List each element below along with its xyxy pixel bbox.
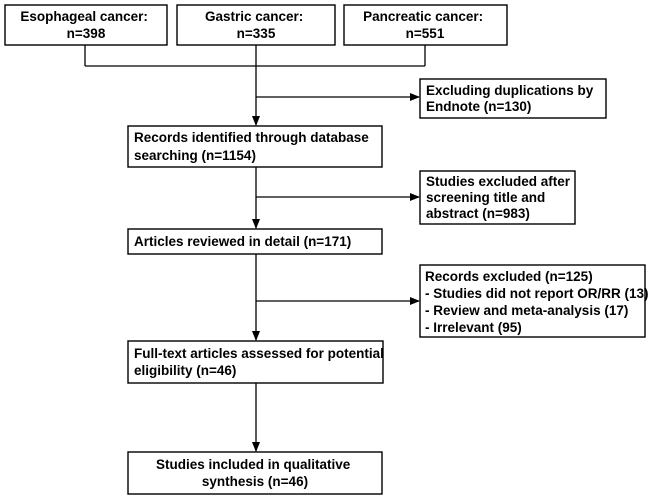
- box-screening: Studies excluded after screening title a…: [419, 170, 576, 225]
- box-duplications-line-1: Excluding duplications by: [426, 83, 594, 98]
- box-duplications: Excluding duplications by Endnote (n=130…: [419, 78, 607, 119]
- svg-text:Pancreatic cancer: n=551: Pancreatic cancer: n=551: [363, 9, 487, 41]
- box-pancreatic-line-2: n=551: [406, 26, 445, 41]
- svg-text:Articles reviewed in detail (n: Articles reviewed in detail (n=171): [134, 234, 351, 249]
- svg-text:Esophageal cancer: n=398: Esophageal cancer: n=398: [20, 9, 151, 41]
- box-gastric-line-2: n=335: [237, 26, 276, 41]
- box-esophageal-line-1: Esophageal cancer:: [20, 9, 148, 24]
- box-duplications-line-2: Endnote (n=130): [426, 99, 531, 114]
- box-records-excluded-line-1: Records excluded (n=125): [425, 269, 593, 284]
- box-screening-line-3: abstract (n=983): [426, 206, 530, 221]
- box-gastric: Gastric cancer: n=335: [176, 4, 336, 46]
- box-included: Studies included in qualitative synthesi…: [127, 451, 383, 495]
- box-identified-line-1: Records identified through database: [134, 130, 369, 145]
- box-included-line-2: synthesis (n=46): [202, 474, 308, 489]
- box-fulltext-line-2: eligibility (n=46): [134, 363, 236, 378]
- svg-text:Full-text articles assessed fo: Full-text articles assessed for potentia…: [134, 346, 388, 378]
- box-pancreatic-line-1: Pancreatic cancer:: [363, 9, 483, 24]
- box-reviewed-line-1: Articles reviewed in detail (n=171): [134, 234, 351, 249]
- box-records-excluded: Records excluded (n=125) - Studies did n…: [419, 264, 650, 338]
- box-identified: Records identified through database sear…: [127, 125, 383, 168]
- box-esophageal-line-2: n=398: [67, 26, 106, 41]
- svg-text:Studies excluded after s: Studies excluded after screening title a…: [426, 174, 574, 221]
- svg-text:Studies included in qualitativ: Studies included in qualitative synthesi…: [156, 457, 354, 489]
- box-screening-line-1: Studies excluded after: [426, 174, 571, 189]
- box-gastric-line-1: Gastric cancer:: [205, 9, 303, 24]
- box-fulltext: Full-text articles assessed for potentia…: [127, 340, 388, 384]
- box-screening-line-2: screening title and: [426, 190, 545, 205]
- svg-text:Gastric cancer: n=335: Gastric cancer: n=335: [205, 9, 307, 41]
- box-records-excluded-line-4: - Irrelevant (95): [425, 320, 522, 335]
- box-pancreatic: Pancreatic cancer: n=551: [343, 4, 508, 46]
- box-records-excluded-line-3: - Review and meta-analysis (17): [425, 303, 628, 318]
- box-fulltext-line-1: Full-text articles assessed for potentia…: [134, 346, 384, 361]
- svg-text:Records excluded (n=125): Records excluded (n=125) - Studies did n…: [425, 269, 650, 335]
- connectors: [84, 45, 426, 452]
- svg-text:Excluding duplications by: Excluding duplications by Endnote (n=130…: [426, 83, 597, 114]
- box-reviewed: Articles reviewed in detail (n=171): [127, 228, 383, 255]
- box-esophageal: Esophageal cancer: n=398: [4, 4, 168, 46]
- box-records-excluded-line-2: - Studies did not report OR/RR (13): [425, 286, 649, 301]
- box-included-line-1: Studies included in qualitative: [156, 457, 351, 472]
- svg-text:Records identified through dat: Records identified through database sear…: [134, 130, 373, 163]
- box-identified-line-2: searching (n=1154): [134, 148, 256, 163]
